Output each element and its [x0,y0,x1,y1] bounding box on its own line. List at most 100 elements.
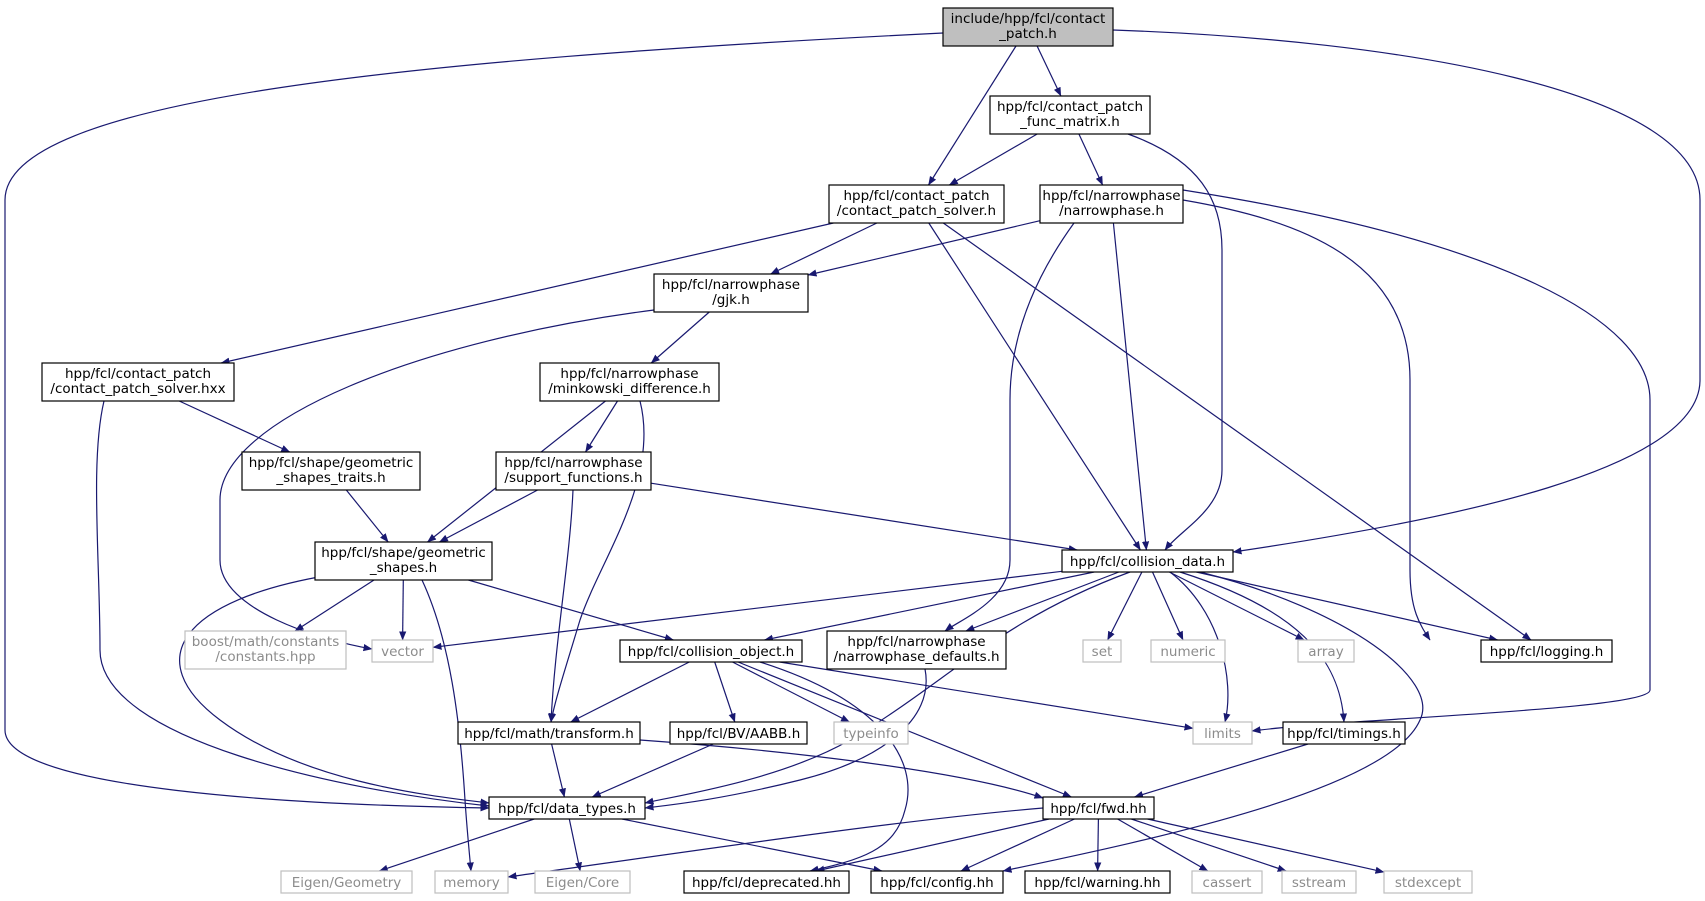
node-stdexcept: stdexcept [1383,870,1473,894]
node-label: hpp/fcl/timings.h [1287,726,1401,742]
node-box [241,451,421,491]
edge-cps_h-to-collision_data [928,222,1141,551]
edge-fwd-to-warning [1094,818,1102,872]
node-box [833,721,909,745]
node-shapes-traits[interactable]: hpp/fcl/shape/geometric_shapes_traits.h [241,451,421,491]
node-box [828,184,1005,224]
node-box [534,870,631,894]
edge-collision_object-to-limits [779,661,1194,731]
node-label: hpp/fcl/narrowphase [847,634,985,650]
node-label: _shapes.h [369,560,437,576]
node-box [669,721,808,745]
node-box [280,870,413,894]
edge-narrowphase_h-to-collision_data [1112,222,1150,551]
edge-transform-to-fwd [639,739,1044,799]
node-label: /constants.hpp [215,649,315,665]
node-box [1297,639,1355,663]
node-box [41,362,235,402]
node-boost-const: boost/math/constants/constants.hpp [184,630,347,670]
edge-minkowski-to-transform [548,400,645,723]
node-box [434,870,509,894]
edge-narrowphase_h-to-np_defaults [944,222,1075,632]
node-label: set [1092,644,1113,660]
edge-cps_h-to-cps_hxx [220,222,834,365]
node-cassert: cassert [1191,870,1263,894]
node-label: vector [381,644,424,660]
node-box [1383,870,1473,894]
node-label: hpp/fcl/contact_patch [65,366,211,382]
node-minkowski[interactable]: hpp/fcl/narrowphase/minkowski_difference… [539,362,720,402]
edge-root-to-collision_data [1112,29,1701,555]
node-label: hpp/fcl/narrowphase [662,277,800,293]
edge-timings-to-fwd [1134,743,1309,798]
node-memory: memory [434,870,509,894]
node-box [1042,796,1155,820]
node-geo-shapes[interactable]: hpp/fcl/shape/geometric_shapes.h [314,541,493,581]
edge-cps_h-to-gjk_h [770,222,878,275]
node-box [942,7,1114,47]
node-label: hpp/fcl/narrowphase [560,366,698,382]
node-narrowphase-h[interactable]: hpp/fcl/narrowphase/narrowphase.h [1039,184,1184,224]
node-label: hpp/fcl/warning.hh [1034,875,1160,891]
node-collision-object[interactable]: hpp/fcl/collision_object.h [619,639,803,663]
node-np-defaults[interactable]: hpp/fcl/narrowphase/narrowphase_defaults… [826,630,1007,670]
node-aabb[interactable]: hpp/fcl/BV/AABB.h [669,721,808,745]
node-label: numeric [1160,644,1215,660]
node-layer: include/hpp/fcl/contact_patch.h hpp/fcl/c… [41,7,1613,894]
node-fwd[interactable]: hpp/fcl/fwd.hh [1042,796,1155,820]
edge-shapes_traits-to-geo_shapes [345,489,389,543]
node-timings[interactable]: hpp/fcl/timings.h [1282,721,1406,745]
node-label: /gjk.h [712,292,750,308]
node-support[interactable]: hpp/fcl/narrowphase/support_functions.h [495,451,652,491]
node-label: boost/math/constants [192,634,340,650]
node-root[interactable]: include/hpp/fcl/contact_patch.h [942,7,1114,47]
edge-gjk_h-to-vector [219,309,655,652]
node-deprecated[interactable]: hpp/fcl/deprecated.hh [683,870,850,894]
edge-collision_data-to-array [1169,571,1305,641]
node-box [870,870,1004,894]
node-label: memory [443,875,499,891]
node-label: hpp/fcl/collision_object.h [628,644,794,660]
node-box [826,630,1007,670]
node-collision-data[interactable]: hpp/fcl/collision_data.h [1061,549,1234,573]
node-func-matrix[interactable]: hpp/fcl/contact_patch_func_matrix.h [989,95,1151,135]
node-eigen-core: Eigen/Core [534,870,631,894]
node-box [1192,721,1253,745]
edge-np_defaults-to-data_types [644,668,927,811]
node-box [314,541,493,581]
node-config[interactable]: hpp/fcl/config.hh [870,870,1004,894]
node-label: /contact_patch_solver.h [837,203,996,219]
edge-collision_data-to-np_defaults [965,571,1120,632]
edge-transform-to-data_types [551,743,566,798]
node-label: _patch.h [998,26,1057,42]
node-transform[interactable]: hpp/fcl/math/transform.h [457,721,641,745]
node-vector: vector [371,639,434,663]
edge-support-to-collision_data [650,482,1078,553]
edge-cps_h-to-logging [942,222,1532,641]
edge-collision_data-to-collision_object [763,571,1095,642]
node-label: hpp/fcl/narrowphase [504,455,642,471]
edge-collision_object-to-typeinfo [732,661,850,723]
node-box [619,639,803,663]
node-logging[interactable]: hpp/fcl/logging.h [1480,639,1613,663]
edge-data_types-to-config [621,818,883,873]
edge-aabb-to-data_types [591,743,714,798]
node-warning[interactable]: hpp/fcl/warning.hh [1024,870,1171,894]
node-box [1024,870,1171,894]
node-label: Eigen/Geometry [292,875,402,891]
node-data-types[interactable]: hpp/fcl/data_types.h [488,796,646,820]
edge-collision_data-to-numeric [1151,571,1184,641]
node-label: sstream [1292,875,1346,891]
node-label: hpp/fcl/data_types.h [498,801,636,817]
node-cps-hxx[interactable]: hpp/fcl/contact_patch/contact_patch_solv… [41,362,235,402]
node-label: /minkowski_difference.h [548,381,711,397]
edge-cps_hxx-to-data_types [95,400,490,809]
node-gjk-h[interactable]: hpp/fcl/narrowphase/gjk.h [653,273,809,313]
edge-geo_shapes-to-vector [399,579,407,641]
node-cps-h[interactable]: hpp/fcl/contact_patch/contact_patch_solv… [828,184,1005,224]
node-label: hpp/fcl/shape/geometric [249,455,414,471]
edge-narrowphase_h-to-logging [1182,199,1431,641]
edge-layer [4,29,1701,880]
node-box [1480,639,1613,663]
node-label: /narrowphase.h [1059,203,1164,219]
